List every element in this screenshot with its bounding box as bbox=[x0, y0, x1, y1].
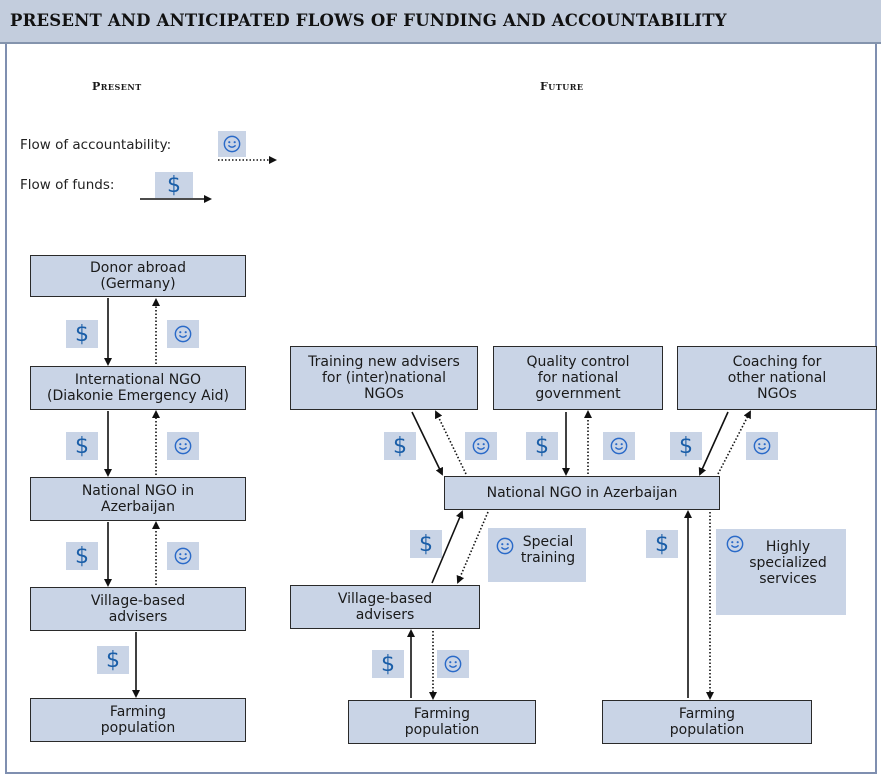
smile-chip bbox=[746, 432, 778, 460]
smiley-icon bbox=[174, 547, 192, 565]
special-training-note: Special training bbox=[488, 528, 586, 582]
present-national-ngo-box: National NGO in Azerbaijan bbox=[30, 477, 246, 521]
present-farming-box: Farming population bbox=[30, 698, 246, 742]
present-donor-box: Donor abroad (Germany) bbox=[30, 255, 246, 297]
dollar-chip: $ bbox=[670, 432, 702, 460]
future-farming-left-box: Farming population bbox=[348, 700, 536, 744]
present-international-ngo-box: International NGO (Diakonie Emergency Ai… bbox=[30, 366, 246, 410]
dollar-chip: $ bbox=[66, 320, 98, 348]
dollar-icon: $ bbox=[419, 531, 433, 557]
dollar-icon: $ bbox=[655, 531, 669, 557]
dollar-chip: $ bbox=[410, 530, 442, 558]
smiley-icon bbox=[223, 135, 241, 153]
smiley-icon bbox=[726, 535, 744, 553]
legend-smile-chip bbox=[218, 131, 246, 157]
header-bar: PRESENT AND ANTICIPATED FLOWS OF FUNDING… bbox=[0, 0, 881, 44]
dollar-chip: $ bbox=[646, 530, 678, 558]
smiley-icon bbox=[174, 325, 192, 343]
future-training-box: Training new advisers for (inter)nationa… bbox=[290, 346, 478, 410]
dollar-icon: $ bbox=[393, 433, 407, 459]
specialized-services-label: Highly specialized services bbox=[749, 539, 827, 587]
page-title: PRESENT AND ANTICIPATED FLOWS OF FUNDING… bbox=[10, 11, 727, 30]
dollar-icon: $ bbox=[106, 647, 120, 673]
smile-chip bbox=[167, 542, 199, 570]
smiley-icon bbox=[610, 437, 628, 455]
legend-dollar-chip: $ bbox=[155, 172, 193, 198]
smile-chip bbox=[437, 650, 469, 678]
future-coaching-box: Coaching for other national NGOs bbox=[677, 346, 877, 410]
dollar-chip: $ bbox=[66, 542, 98, 570]
legend-accountability-label: Flow of accountability: bbox=[20, 137, 172, 153]
present-village-box: Village-based advisers bbox=[30, 587, 246, 631]
dollar-icon: $ bbox=[167, 172, 181, 198]
smiley-icon bbox=[174, 437, 192, 455]
dollar-chip: $ bbox=[66, 432, 98, 460]
smile-chip bbox=[167, 432, 199, 460]
future-heading: Future bbox=[540, 80, 584, 93]
future-farming-right-box: Farming population bbox=[602, 700, 812, 744]
dollar-chip: $ bbox=[372, 650, 404, 678]
smiley-icon bbox=[444, 655, 462, 673]
dollar-chip: $ bbox=[384, 432, 416, 460]
dollar-chip: $ bbox=[97, 646, 129, 674]
smile-chip bbox=[465, 432, 497, 460]
specialized-services-note: Highly specialized services bbox=[716, 529, 846, 615]
legend-funds-label: Flow of funds: bbox=[20, 177, 115, 193]
dollar-icon: $ bbox=[679, 433, 693, 459]
dollar-icon: $ bbox=[75, 433, 89, 459]
smiley-icon bbox=[496, 537, 514, 555]
dollar-icon: $ bbox=[75, 543, 89, 569]
future-quality-box: Quality control for national government bbox=[493, 346, 663, 410]
present-heading: Present bbox=[92, 80, 142, 93]
dollar-chip: $ bbox=[526, 432, 558, 460]
smiley-icon bbox=[472, 437, 490, 455]
smile-chip bbox=[167, 320, 199, 348]
dollar-icon: $ bbox=[75, 321, 89, 347]
future-village-box: Village-based advisers bbox=[290, 585, 480, 629]
dollar-icon: $ bbox=[535, 433, 549, 459]
smiley-icon bbox=[753, 437, 771, 455]
special-training-label: Special training bbox=[520, 534, 576, 566]
future-national-ngo-box: National NGO in Azerbaijan bbox=[444, 476, 720, 510]
smile-chip bbox=[603, 432, 635, 460]
dollar-icon: $ bbox=[381, 651, 395, 677]
